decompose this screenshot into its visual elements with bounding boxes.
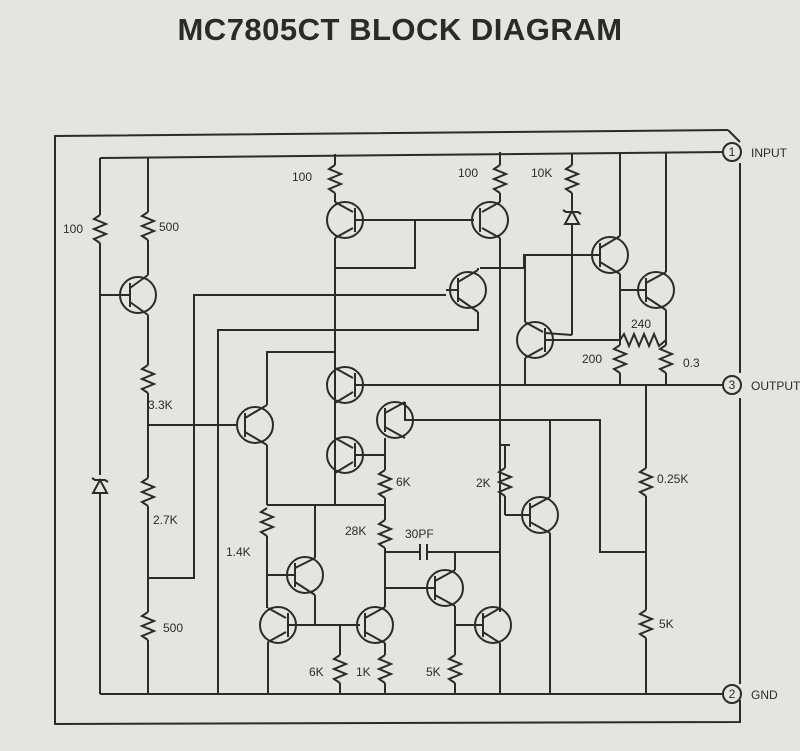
resistor — [331, 654, 349, 684]
resistor-label: 28K — [345, 524, 366, 538]
pin-output: 3 OUTPUT — [722, 375, 800, 395]
resistor-label: 6K — [396, 475, 411, 489]
resistor-label: 1K — [356, 665, 371, 679]
zener-diode — [91, 477, 109, 494]
resistor — [446, 654, 464, 684]
resistor — [139, 611, 157, 641]
resistor-label: 2.7K — [153, 513, 178, 527]
resistor — [637, 467, 655, 497]
package-outline — [54, 129, 741, 726]
resistor-label: 200 — [582, 352, 602, 366]
resistor — [496, 467, 514, 497]
pin-label: OUTPUT — [751, 379, 800, 393]
transistor — [356, 606, 394, 644]
resistor-label: 500 — [159, 220, 179, 234]
resistor-label: 10K — [531, 166, 552, 180]
resistor-label: 5K — [659, 617, 674, 631]
resistor-label: 100 — [458, 166, 478, 180]
resistor — [326, 164, 344, 194]
resistor — [376, 519, 394, 549]
resistor — [139, 477, 157, 507]
resistor-label: 3.3K — [148, 398, 173, 412]
resistor-label: 100 — [292, 170, 312, 184]
resistor — [563, 164, 581, 194]
pin-gnd: 2 GND — [722, 684, 778, 704]
resistor — [491, 164, 509, 194]
pin-label: GND — [751, 688, 778, 702]
resistor-label: 6K — [309, 665, 324, 679]
resistor — [376, 469, 394, 499]
resistor — [637, 609, 655, 639]
pin-number: 2 — [729, 687, 736, 701]
resistor-label: 500 — [163, 621, 183, 635]
transistor — [236, 406, 274, 444]
resistor — [376, 654, 394, 684]
resistor — [619, 331, 667, 349]
resistor — [258, 507, 276, 537]
pin-input: 1 INPUT — [722, 142, 788, 162]
resistor-label: 240 — [631, 317, 651, 331]
resistor — [139, 364, 157, 394]
transistor — [471, 201, 509, 239]
resistor — [91, 214, 109, 244]
pin-number: 1 — [729, 145, 736, 159]
resistor-label: 2K — [476, 476, 491, 490]
pin-number: 3 — [729, 378, 736, 392]
input-rail — [99, 151, 725, 159]
capacitor-label: 30PF — [405, 527, 434, 541]
resistor — [657, 344, 675, 374]
diagram-title: MC7805CT BLOCK DIAGRAM — [177, 12, 623, 47]
resistor-label: 1.4K — [226, 545, 251, 559]
resistor — [139, 211, 157, 241]
resistor-label: 5K — [426, 665, 441, 679]
pin-label: INPUT — [751, 146, 788, 160]
resistor-label: 0.3 — [683, 356, 700, 370]
resistor-label: 100 — [63, 222, 83, 236]
resistor-label: 0.25K — [657, 472, 688, 486]
resistor — [611, 344, 629, 374]
